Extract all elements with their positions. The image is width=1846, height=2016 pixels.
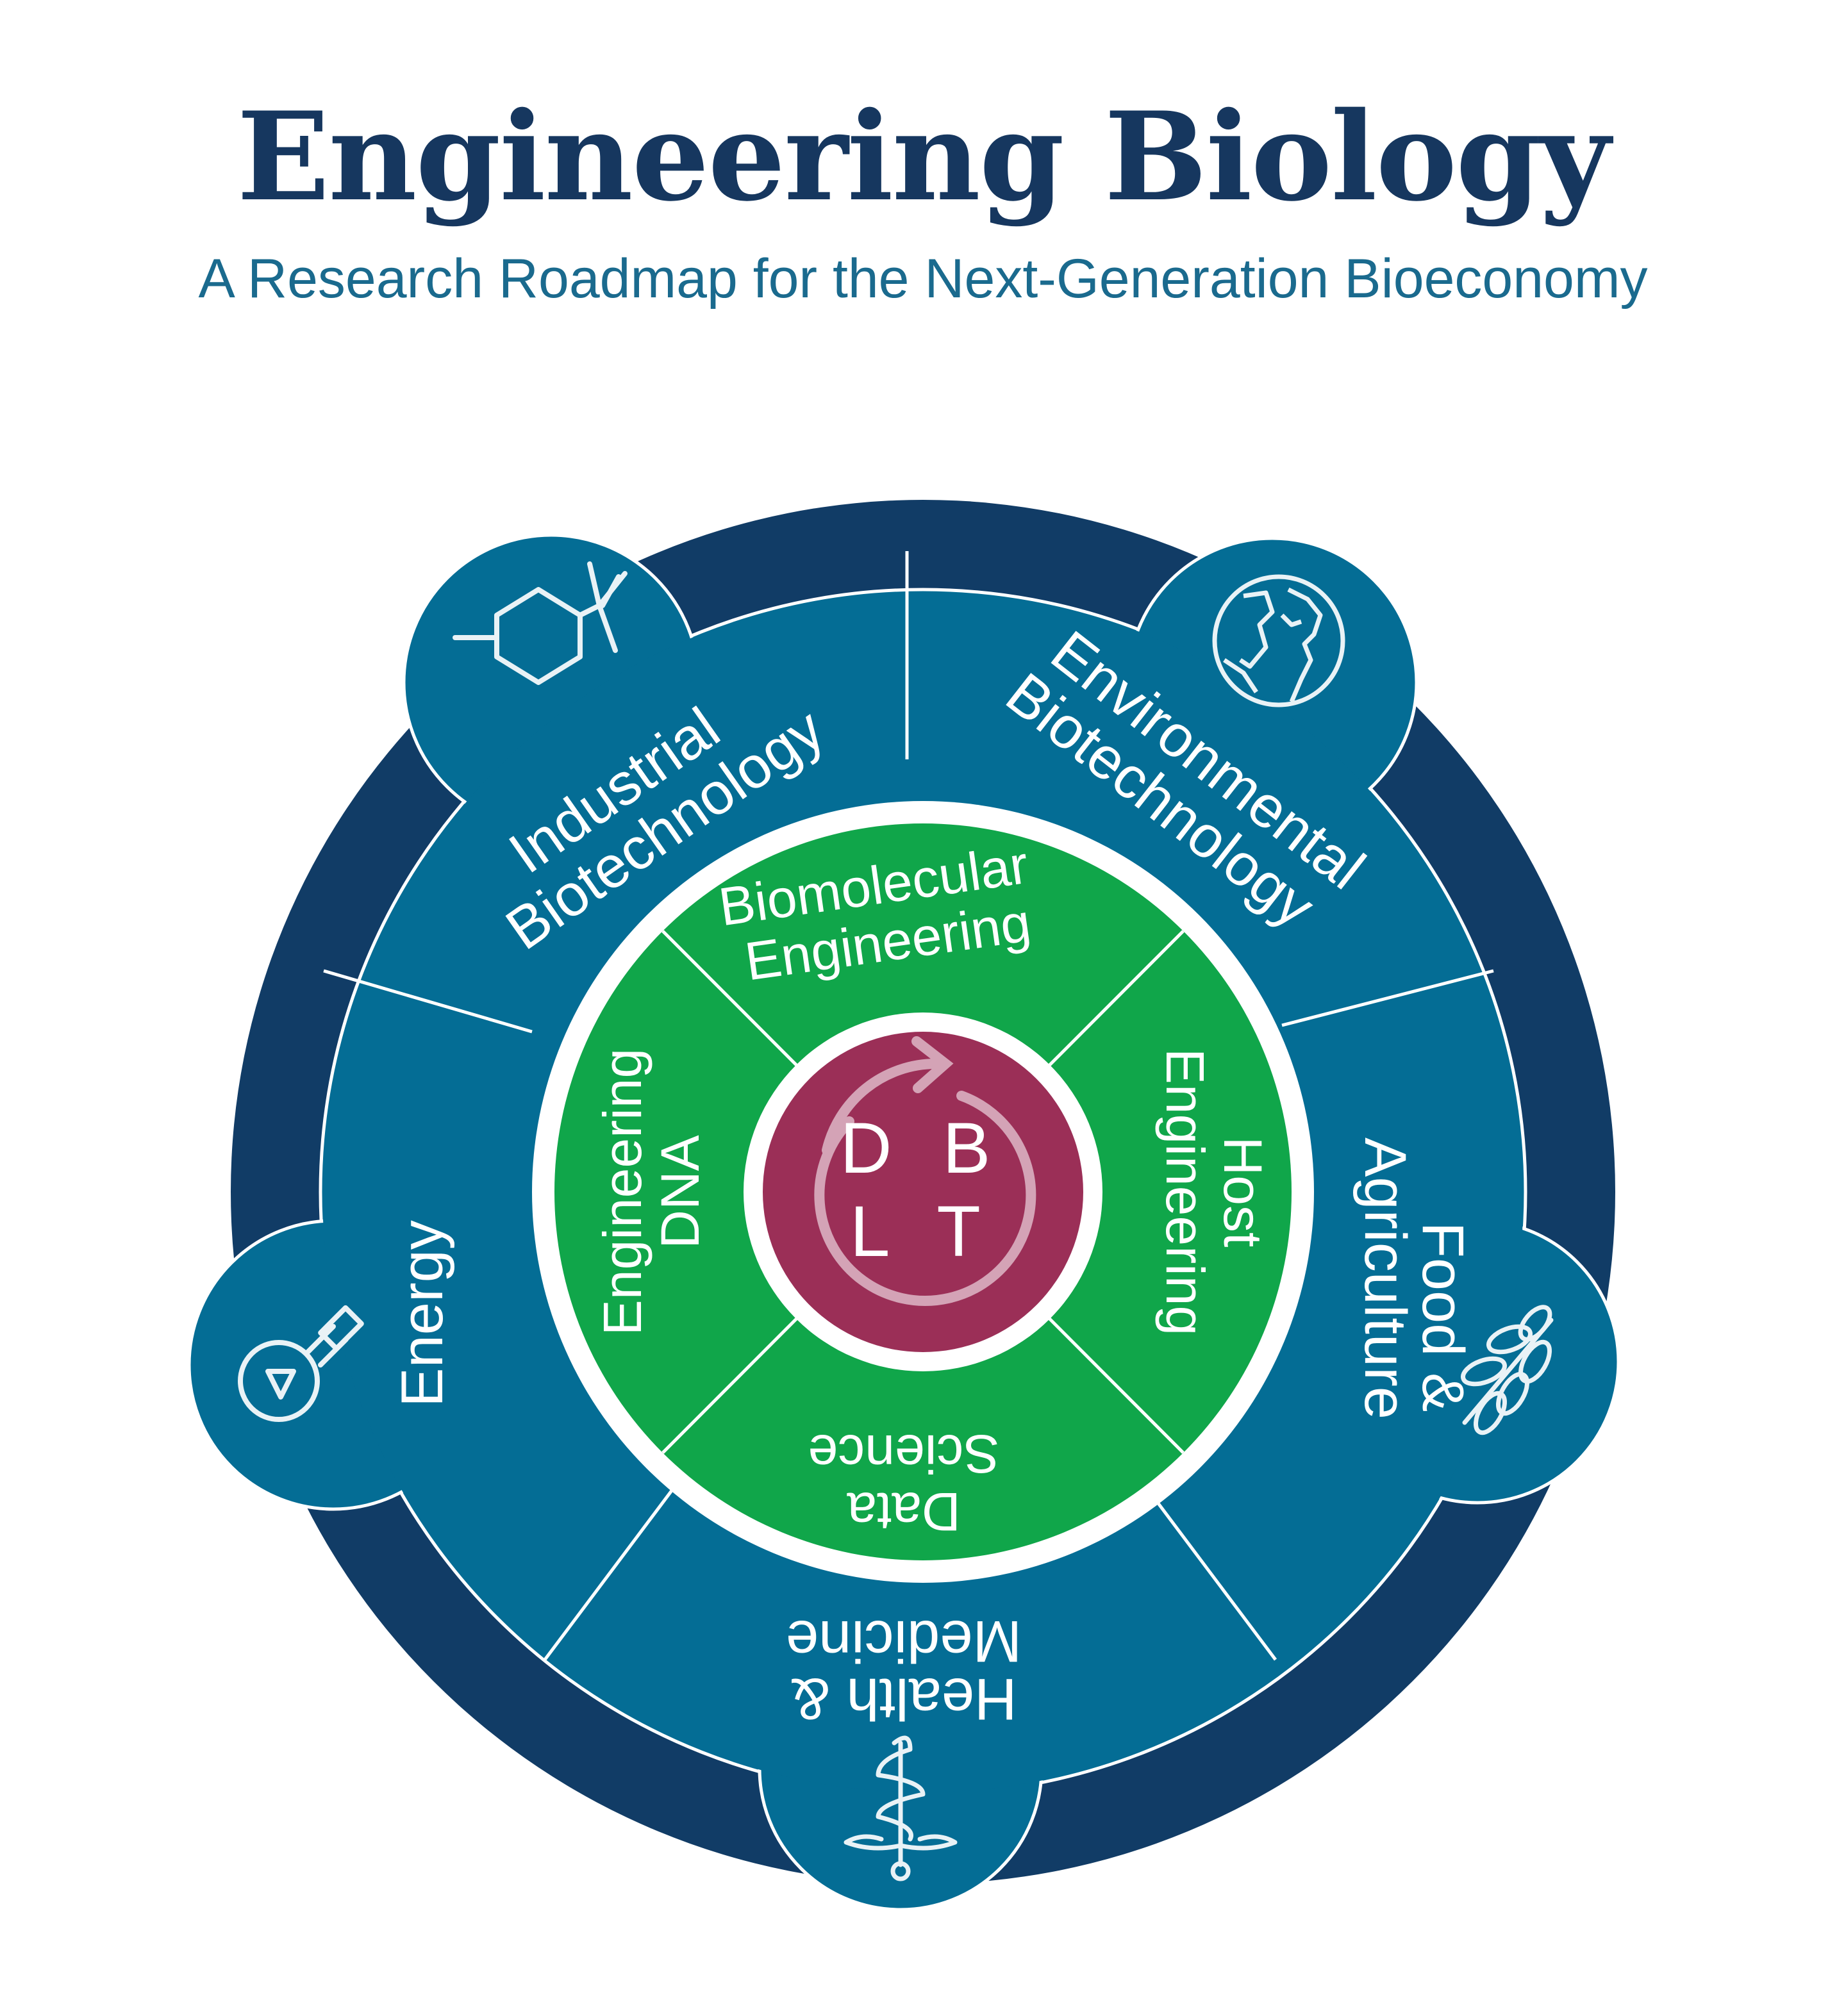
page-title: Engineering Biology xyxy=(237,85,1611,228)
molecule-icon xyxy=(453,561,628,685)
area-health-medicine: Health & Medicine xyxy=(786,1608,1022,1731)
theme-label-line2: Engineering xyxy=(1155,1048,1215,1335)
flask-icon xyxy=(238,1305,364,1422)
cycle-arrow-icon xyxy=(814,1036,1036,1306)
theme-host-engineering: Host Engineering xyxy=(1155,1048,1273,1335)
theme-engineering-dna: Engineering DNA xyxy=(592,1048,710,1335)
area-label-line2: Agriculture xyxy=(1352,1137,1418,1419)
caduceus-icon xyxy=(844,1735,958,1881)
area-label-line2: Medicine xyxy=(786,1608,1022,1674)
theme-label-line2: DNA xyxy=(650,1135,710,1248)
area-label-line1: Health & xyxy=(791,1666,1017,1731)
theme-label-line1: Engineering xyxy=(592,1048,653,1335)
theme-label-line1: Data xyxy=(847,1482,961,1542)
teal-band xyxy=(187,533,1620,1912)
page-subtitle: A Research Roadmap for the Next-Generati… xyxy=(198,248,1648,310)
theme-data-science: Data Science xyxy=(808,1424,1000,1542)
wheat-icon xyxy=(1461,1305,1554,1435)
theme-label-line2: Science xyxy=(808,1424,1000,1484)
area-label-line1: Energy xyxy=(390,1220,455,1407)
globe-icon xyxy=(1212,574,1345,707)
segment-dividers xyxy=(323,551,1494,1661)
center-row-2: L T xyxy=(850,1191,996,1271)
area-energy: Energy xyxy=(390,1220,455,1407)
center-row-1: D B xyxy=(840,1108,1006,1188)
theme-label-line1: Host xyxy=(1213,1137,1273,1248)
